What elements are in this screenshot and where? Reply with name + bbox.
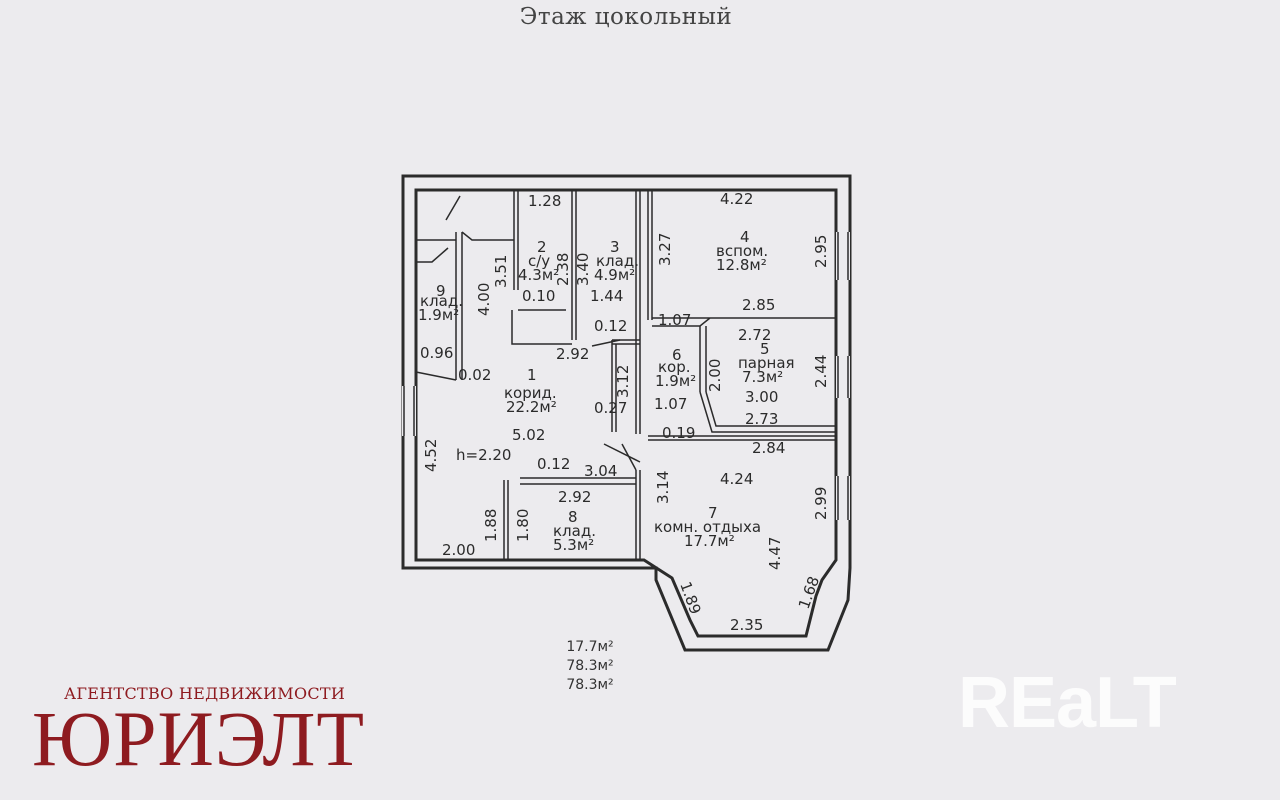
room-3-area: 4.9м² xyxy=(594,266,635,284)
dimension-labels-vertical: 3.51 2.38 3.40 4.00 3.27 2.95 2.00 2.44 … xyxy=(422,233,830,617)
dim-1-07-a: 1.07 xyxy=(658,311,691,329)
dim-3-04: 3.04 xyxy=(584,462,617,480)
dim-4-00: 4.00 xyxy=(475,283,493,316)
dim-3-51: 3.51 xyxy=(492,255,510,288)
dim-2-84: 2.84 xyxy=(752,439,785,457)
room-6-area: 1.9м² xyxy=(655,372,696,390)
dim-2-35: 2.35 xyxy=(730,616,763,634)
room-7-number: 7 xyxy=(708,504,718,522)
dim-4-47: 4.47 xyxy=(766,537,784,570)
dim-3-40: 3.40 xyxy=(574,253,592,286)
dimension-labels: 1.28 0.10 1.44 0.96 0.02 0.12 2.92 4.22 … xyxy=(420,190,785,634)
dim-2-38: 2.38 xyxy=(554,253,572,286)
dim-5-02: 5.02 xyxy=(512,426,545,444)
dim-1-44: 1.44 xyxy=(590,287,623,305)
room-5-name: парная xyxy=(738,354,795,372)
room-9-area: 1.9м² xyxy=(418,306,459,324)
realt-watermark: REaLT xyxy=(958,663,1177,743)
room-5-area: 7.3м² xyxy=(742,368,783,386)
room-5-number: 5 xyxy=(760,340,770,358)
dim-0-12-a: 0.12 xyxy=(594,317,627,335)
room-1-name: корид. xyxy=(504,384,557,402)
dim-3-14: 3.14 xyxy=(654,471,672,504)
room-1-area: 22.2м² xyxy=(506,398,557,416)
dim-0-10: 0.10 xyxy=(522,287,555,305)
room-2-number: 2 xyxy=(537,238,547,256)
total-line-1: 17.7м² xyxy=(566,639,614,655)
dim-1-80: 1.80 xyxy=(514,509,532,542)
dim-2-44: 2.44 xyxy=(812,355,830,388)
room-8-name: клад. xyxy=(553,522,596,540)
dim-4-22: 4.22 xyxy=(720,190,753,208)
agency-logo-text: ЮРИЭЛТ xyxy=(32,695,366,782)
area-totals: 17.7м² 78.3м² 78.3м² xyxy=(540,638,640,695)
room-2-name: с/у xyxy=(528,252,550,270)
dim-2-00-a: 2.00 xyxy=(706,359,724,392)
agency-subtitle: АГЕНТСТВО НЕДВИЖИМОСТИ xyxy=(64,684,346,703)
room-9-name: клад. xyxy=(420,292,463,310)
floor-title: Этаж цокольный xyxy=(519,4,733,30)
room-8-area: 5.3м² xyxy=(553,536,594,554)
dim-0-19: 0.19 xyxy=(662,424,695,442)
room-4-number: 4 xyxy=(740,228,750,246)
ceiling-height-label: h=2.20 xyxy=(456,446,511,464)
dim-2-99: 2.99 xyxy=(812,487,830,520)
dim-3-27: 3.27 xyxy=(656,233,674,266)
room-4-name: вспом. xyxy=(716,242,768,260)
room-3-number: 3 xyxy=(610,238,620,256)
dim-1-88: 1.88 xyxy=(482,509,500,542)
interior-walls xyxy=(415,190,836,560)
dim-3-12: 3.12 xyxy=(614,365,632,398)
dim-1-28: 1.28 xyxy=(528,192,561,210)
dim-0-12-b: 0.12 xyxy=(537,455,570,473)
dim-1-07-b: 1.07 xyxy=(654,395,687,413)
dim-2-95: 2.95 xyxy=(812,235,830,268)
dim-0-96: 0.96 xyxy=(420,344,453,362)
dim-0-02: 0.02 xyxy=(458,366,491,384)
dim-2-85: 2.85 xyxy=(742,296,775,314)
dim-2-72: 2.72 xyxy=(738,326,771,344)
dim-4-24: 4.24 xyxy=(720,470,753,488)
room-2-area: 4.3м² xyxy=(518,266,559,284)
room-labels: 2 с/у 4.3м² 3 клад. 4.9м² 4 вспом. 12.8м… xyxy=(418,228,795,554)
dim-3-00: 3.00 xyxy=(745,388,778,406)
room-1-number: 1 xyxy=(527,366,537,384)
outer-walls xyxy=(401,174,852,652)
room-7-area: 17.7м² xyxy=(684,532,735,550)
room-6-name: кор. xyxy=(658,358,691,376)
total-line-2: 78.3м² xyxy=(566,658,614,674)
room-7-name: комн. отдыха xyxy=(654,518,761,536)
dim-2-92-b: 2.92 xyxy=(558,488,591,506)
dim-2-00-b: 2.00 xyxy=(442,541,475,559)
room-9-number: 9 xyxy=(436,282,446,300)
dim-4-52: 4.52 xyxy=(422,439,440,472)
room-3-name: клад. xyxy=(596,252,639,270)
dim-0-27: 0.27 xyxy=(594,399,627,417)
dim-2-92-a: 2.92 xyxy=(556,345,589,363)
dim-1-68: 1.68 xyxy=(795,574,823,612)
room-6-number: 6 xyxy=(672,346,682,364)
room-8-number: 8 xyxy=(568,508,578,526)
total-line-3: 78.3м² xyxy=(566,677,614,693)
dim-2-73: 2.73 xyxy=(745,410,778,428)
room-4-area: 12.8м² xyxy=(716,256,767,274)
